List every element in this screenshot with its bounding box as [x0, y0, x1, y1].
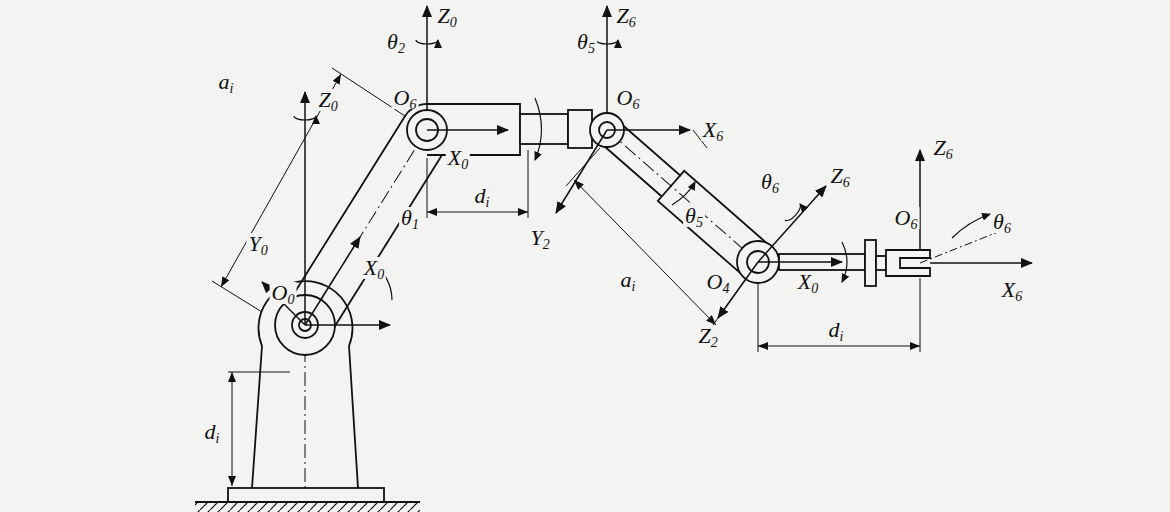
axis-label: X6: [1000, 279, 1024, 301]
axis-label: Z0: [316, 89, 339, 111]
axis-label: ai: [217, 71, 236, 93]
axis-label: X6: [701, 119, 725, 141]
axis-label: Z2: [696, 325, 719, 347]
axis-label: Z6: [828, 165, 851, 187]
axis-label: Y2: [528, 227, 551, 249]
axis-label: θ6: [759, 171, 781, 193]
axis-label: di: [827, 319, 846, 341]
axis-label: θ5: [575, 31, 597, 53]
axis-label: Z6: [614, 5, 637, 27]
axis-label: ai: [619, 269, 638, 291]
axis-label: X0: [446, 147, 470, 169]
axis-label: di: [203, 421, 222, 443]
axis-label: O6: [392, 87, 419, 109]
axis-label: Z0: [435, 5, 458, 27]
axis-label: O6: [893, 207, 920, 229]
axis-label: θ6: [991, 211, 1013, 233]
axis-label: X0: [796, 271, 820, 293]
axis-label: O4: [705, 271, 732, 293]
axis-label: O6: [615, 87, 642, 109]
axis-label: Z6: [931, 137, 954, 159]
axis-label: θ5: [683, 205, 705, 227]
axis-label: Y0: [246, 233, 269, 255]
axis-label: di: [473, 185, 492, 207]
axis-label: O0: [270, 282, 297, 304]
axis-label: X0: [362, 257, 386, 279]
axis-label: θ2: [385, 31, 407, 53]
axis-label: θ1: [399, 207, 421, 229]
